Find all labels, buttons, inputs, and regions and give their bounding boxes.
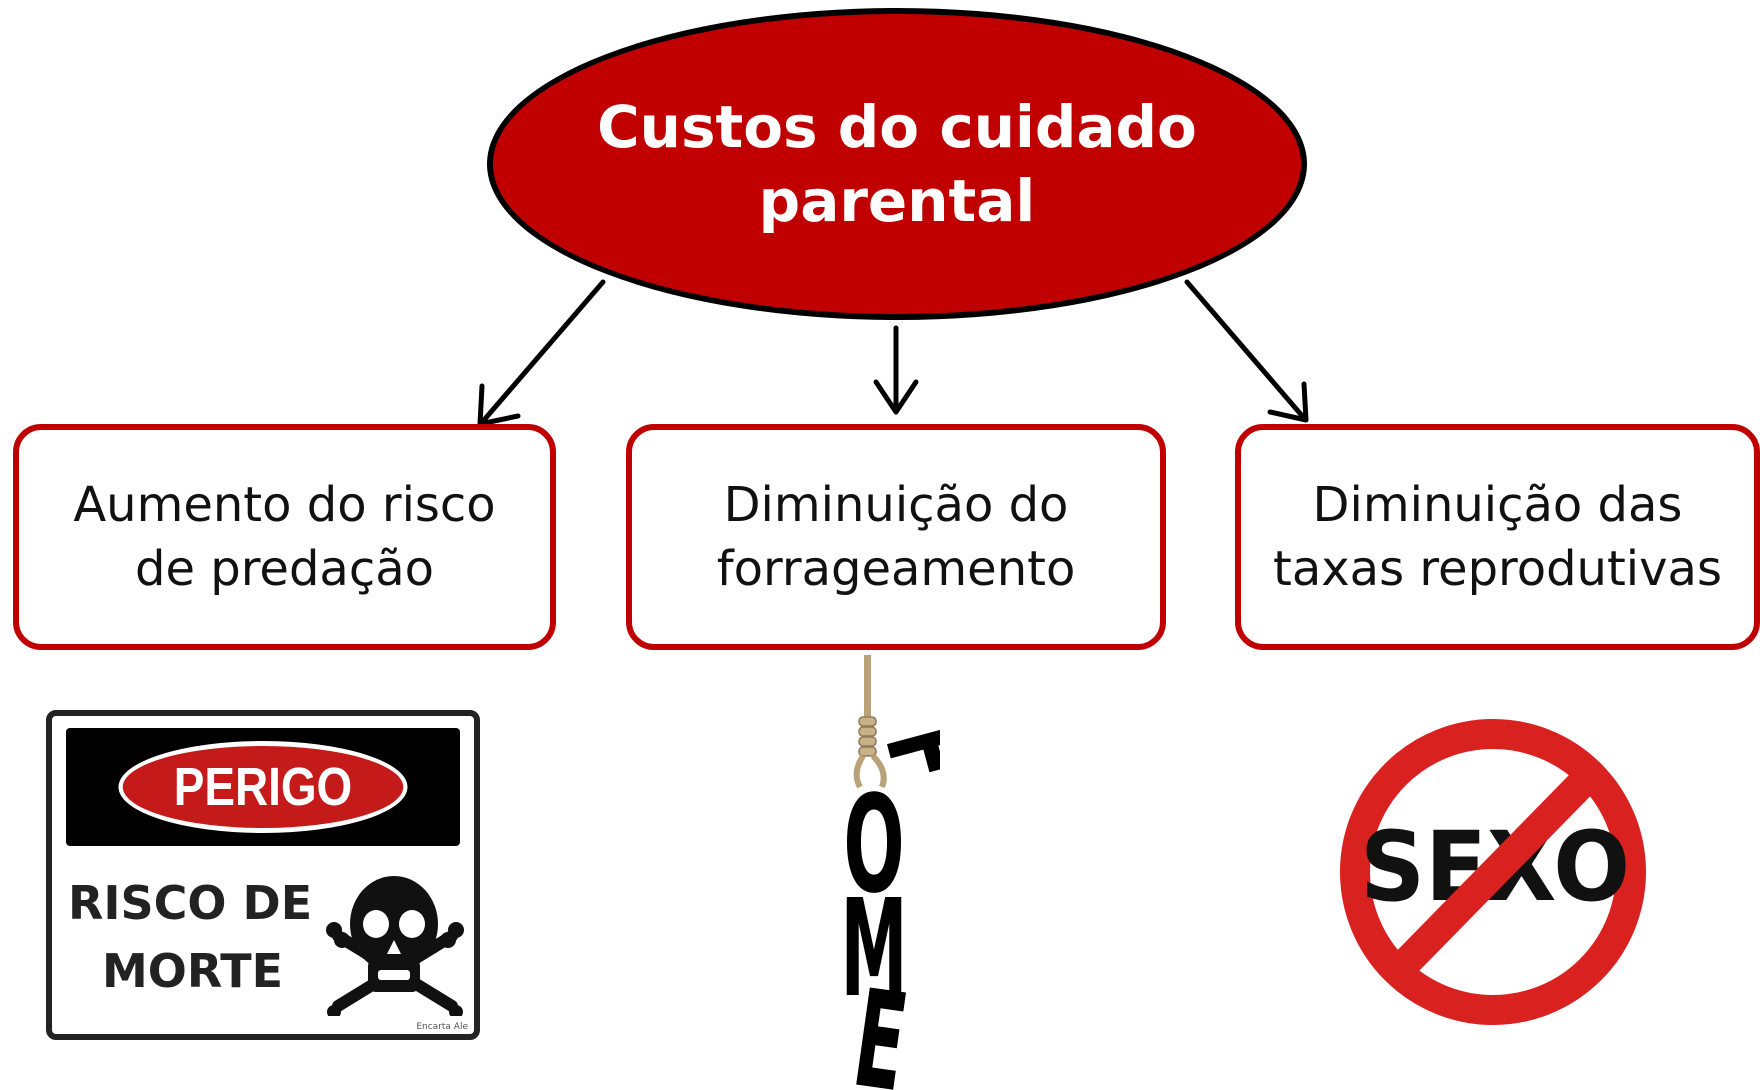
arrowhead-right [1267,381,1309,423]
fome-letter: O [843,768,904,924]
node-label-line1: Diminuição do [723,477,1069,533]
node-label-line2: forrageamento [716,541,1076,597]
danger-sign-oval: PERIGO [118,741,408,833]
arrow-right [1184,279,1307,421]
node-reproductive-rate-decrease: Diminuição das taxas reprodutivas [1235,424,1760,650]
node-label-line2: de predação [135,541,434,597]
node-label-line1: Aumento do risco [73,477,496,533]
node-foraging-decrease: Diminuição do forrageamento [626,424,1166,650]
noose-icon [853,655,887,789]
node-predation-risk: Aumento do risco de predação [13,424,556,650]
node-label-line2: taxas reprodutivas [1273,541,1722,597]
danger-sign-image: PERIGO RISCO DE MORTE Encarta Ale [46,710,480,1040]
node-label-line1: Diminuição das [1312,477,1683,533]
root-node: Custos do cuidado parental [487,8,1307,320]
skull-crossbones-icon [326,876,464,1016]
danger-sign-band: PERIGO [66,728,460,846]
root-title-line1: Custos do cuidado [597,93,1197,161]
danger-sign-line2: MORTE [102,944,284,998]
danger-sign-brand: Encarta Ale [416,1022,468,1032]
fome-letter: M [841,871,908,1028]
prohibition-image: SEXO [1340,719,1646,1025]
arrowhead-center [873,379,919,415]
danger-sign-line1: RISCO DE [68,876,313,930]
danger-sign-title: PERIGO [173,757,353,817]
arrow-left [481,279,606,423]
root-title-line2: parental [758,167,1036,235]
